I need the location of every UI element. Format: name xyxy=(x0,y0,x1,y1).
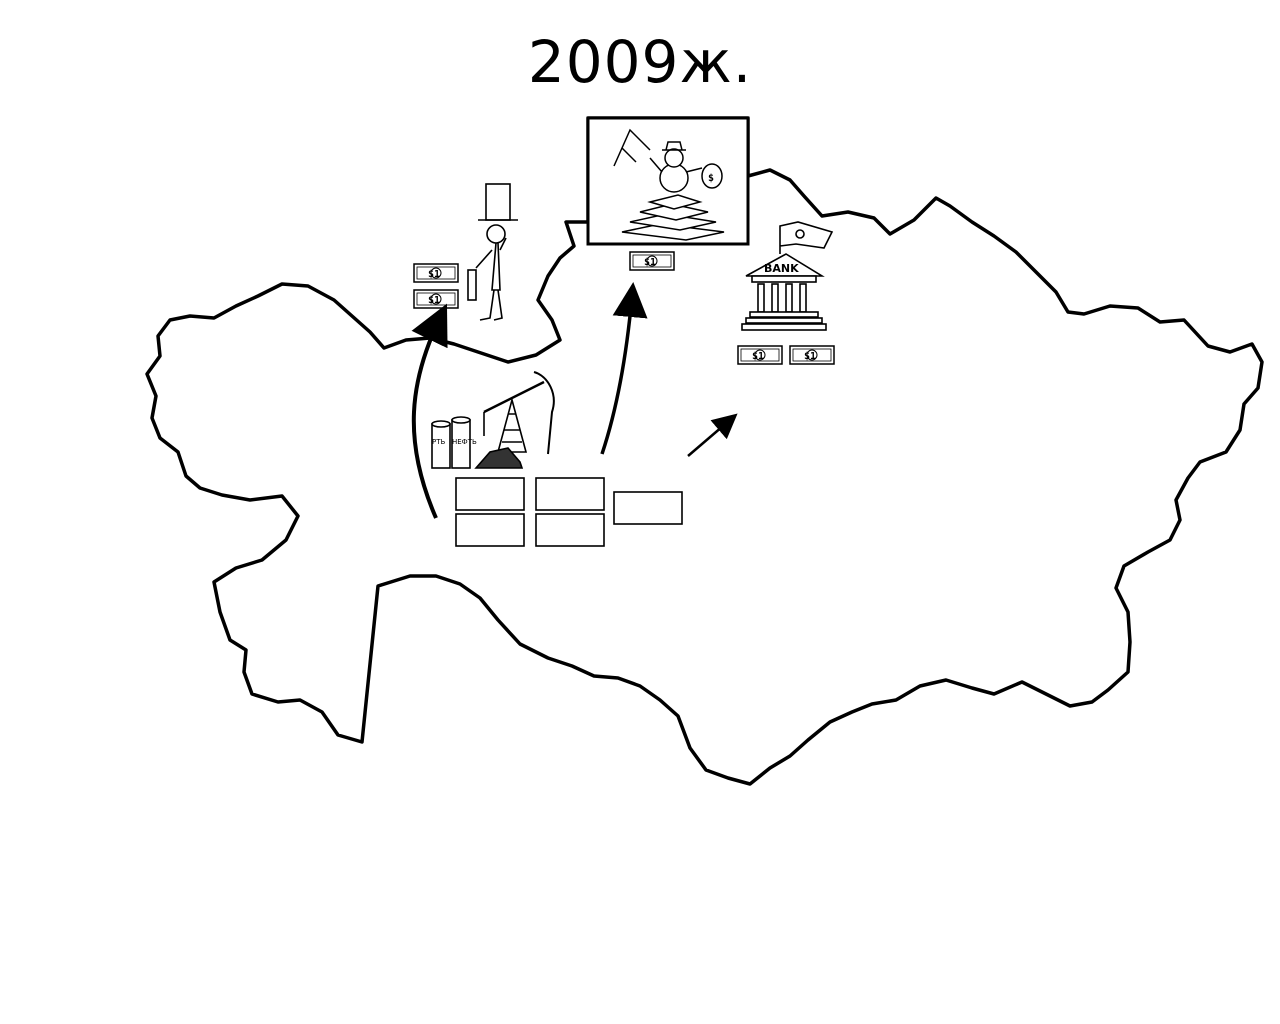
arrow-to-investor xyxy=(411,303,448,519)
dollar-bill-icon: $1 xyxy=(789,345,835,365)
bank-label: BANK xyxy=(764,262,799,275)
dollar-bill-icon: $1 xyxy=(629,251,675,271)
dollar-bill-icon: $1 xyxy=(413,289,459,309)
page-title: 2009ж. xyxy=(527,28,753,96)
bill-label: $1 xyxy=(644,257,656,268)
kazakhstan-map-outline xyxy=(145,116,1264,786)
dollar-bill-icon: $1 xyxy=(413,263,459,283)
empty-bill-box xyxy=(455,513,525,547)
bill-label: $1 xyxy=(428,269,440,280)
empty-bill-box xyxy=(455,477,525,511)
bill-label: $1 xyxy=(804,351,816,362)
top-hat-investor-icon xyxy=(467,183,518,321)
dollar-bill-icon: $1 xyxy=(737,345,783,365)
empty-bill-box xyxy=(535,477,605,511)
arrow-to-bank xyxy=(687,413,738,457)
oil-pump-and-barrels-icon xyxy=(431,371,555,469)
bill-label: $1 xyxy=(428,295,440,306)
svg-text:$: $ xyxy=(708,173,714,184)
barrel-label-right: НЕФТЬ xyxy=(452,438,477,446)
arrow-to-oligarch xyxy=(600,282,648,455)
empty-bill-boxes xyxy=(455,477,683,547)
empty-bill-box xyxy=(613,491,683,525)
bill-label: $1 xyxy=(752,351,764,362)
bank-building-icon xyxy=(741,221,834,331)
barrel-label-left: РТЬ xyxy=(432,438,445,446)
empty-bill-box xyxy=(535,513,605,547)
oligarch-on-gold-bars-icon: $ xyxy=(586,116,750,246)
